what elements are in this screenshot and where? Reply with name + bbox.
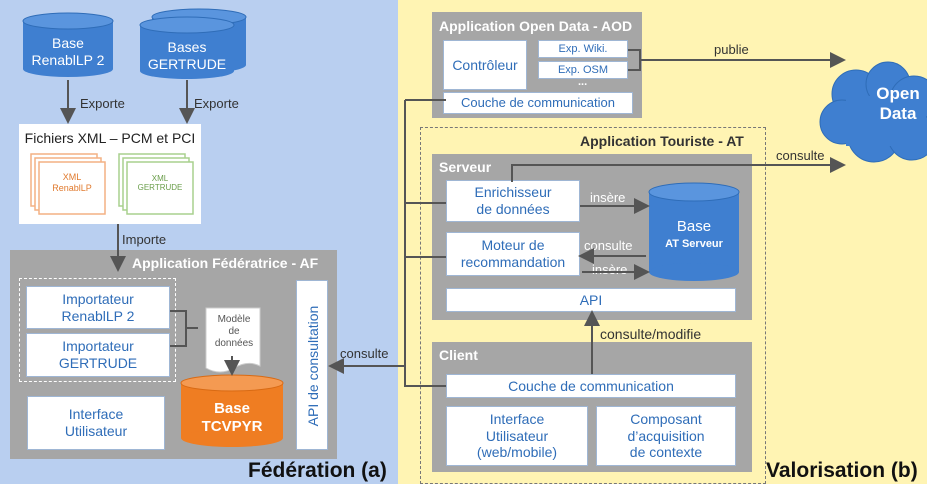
data-model-label: Modèle de données: [214, 314, 254, 349]
federation-zone-title: Fédération (a): [248, 459, 387, 482]
at-server-database-label-2: AT Serveur: [665, 238, 723, 250]
gertrude-databases: Bases GERTRUDE: [138, 8, 248, 80]
export-wiki: Exp. Wiki.: [538, 40, 628, 58]
insere-label-1: insère: [590, 190, 626, 205]
cloud-icon: [819, 61, 927, 163]
open-data-label: Open Data: [876, 83, 920, 123]
xml-gertrude-label: XML GERTRUDE: [137, 173, 183, 192]
data-enricher: Enrichisseur de données: [446, 180, 580, 222]
af-application-box: Application Fédératrice - AF Importateur…: [10, 250, 337, 459]
tcvpyr-database-icon: [180, 374, 284, 447]
open-data-cloud: Open Data: [816, 60, 927, 170]
federation-user-interface: Interface Utilisateur: [27, 396, 165, 450]
importers-group: [19, 278, 176, 382]
renablip-database-icon: [22, 12, 114, 77]
consulte-modifie-label: consulte/modifie: [600, 326, 702, 342]
at-server-database: Base AT Serveur: [648, 182, 740, 282]
xml-gertrude-file-icon: [118, 153, 194, 215]
importers-bracket-line: [170, 310, 187, 347]
publie-label: publie: [714, 42, 749, 57]
consulte-cloud-label: consulte: [776, 148, 825, 163]
xml-files-box: Fichiers XML – PCM et PCI XML RenablLP X…: [19, 124, 201, 224]
aod-communication-layer: Couche de communication: [443, 92, 633, 114]
server-title: Serveur: [439, 159, 492, 175]
server-box: Serveur Enrichisseur de données Moteur d…: [432, 154, 752, 320]
gertrude-databases-label: Bases GERTRUDE: [147, 39, 227, 72]
at-server-database-label-1: Base: [676, 218, 712, 235]
at-server-database-icon: [648, 182, 740, 281]
api-consultation-box: API de consultation: [296, 280, 328, 450]
consulte-engine-label: consulte: [584, 238, 633, 253]
communication-bus-line: [404, 100, 446, 387]
aod-title: Application Open Data - AOD: [439, 18, 633, 34]
importer-renablip: Importateur RenablLP 2: [26, 286, 170, 329]
consulte-api-label: consulte: [340, 346, 389, 361]
client-user-interface: Interface Utilisateur (web/mobile): [446, 406, 588, 466]
tcvpyr-database: Base TCVPYR: [180, 374, 284, 448]
exporte-label-2: Exporte: [194, 96, 239, 111]
client-communication-layer: Couche de communication: [446, 374, 736, 398]
consulte-cloud-arrow: [511, 157, 846, 182]
valorisation-zone-title: Valorisation (b): [766, 459, 918, 482]
insere-label-2: insère: [592, 262, 628, 277]
importer-gertrude: Importateur GERTRUDE: [26, 333, 170, 377]
context-acquisition-component: Composant d’acquisition de contexte: [596, 406, 736, 466]
xml-renablip-label: XML RenablLP: [52, 172, 92, 193]
export-osm: Exp. OSM: [538, 61, 628, 79]
server-api: API: [446, 288, 736, 312]
exports-bracket-line: [628, 49, 641, 71]
af-title: Application Fédératrice - AF: [132, 255, 319, 271]
renablip-database: Base RenablLP 2: [22, 12, 114, 78]
xml-files-title: Fichiers XML – PCM et PCI: [24, 130, 196, 146]
export-more: ...: [578, 76, 588, 88]
importe-label: Importe: [122, 232, 167, 247]
recommendation-engine: Moteur de recommandation: [446, 232, 580, 276]
renablip-database-label: Base RenablLP 2: [31, 35, 105, 68]
at-title: Application Touriste - AT: [580, 133, 744, 149]
xml-renablip-file-icon: [30, 153, 106, 215]
gertrude-databases-icon: [139, 8, 247, 79]
client-title: Client: [439, 347, 478, 363]
exporte-label-1: Exporte: [80, 96, 125, 111]
aod-application-box: Application Open Data - AOD Contrôleur E…: [432, 12, 642, 118]
tcvpyr-database-label: Base TCVPYR: [201, 400, 263, 435]
aod-controller: Contrôleur: [443, 40, 527, 90]
